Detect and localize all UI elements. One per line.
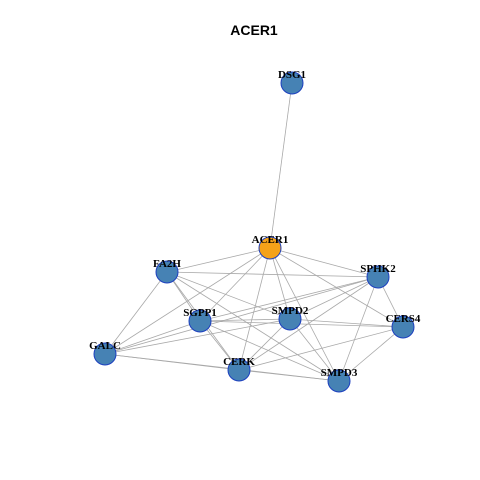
node-label-fa2h: FA2H xyxy=(153,258,181,270)
edge-fa2h-smpd3 xyxy=(166,271,340,382)
edge-acer1-fa2h xyxy=(166,247,271,273)
node-cerk xyxy=(227,358,251,382)
edge-cerk-smpd3 xyxy=(238,369,340,382)
node-acer1 xyxy=(258,236,282,260)
node-label-cers4: CERS4 xyxy=(386,313,421,325)
edge-acer1-smpd3 xyxy=(269,247,340,382)
node-dsg1 xyxy=(280,71,304,95)
node-label-cerk: CERK xyxy=(223,356,255,368)
edge-sphk2-sgpp1 xyxy=(199,276,379,322)
edge-sgpp1-cers4 xyxy=(199,320,404,328)
node-label-galc: GALC xyxy=(89,340,121,352)
edge-acer1-sgpp1 xyxy=(199,247,271,322)
edge-cers4-cerk xyxy=(238,326,404,371)
node-label-sphk2: SPHK2 xyxy=(360,263,396,275)
node-sphk2 xyxy=(366,265,390,289)
node-cers4 xyxy=(391,315,415,339)
edge-sgpp1-smpd3 xyxy=(199,320,340,382)
edge-smpd2-cers4 xyxy=(289,318,404,328)
edge-smpd2-cerk xyxy=(238,318,291,371)
edge-cers4-smpd3 xyxy=(338,326,404,382)
node-smpd3 xyxy=(327,369,351,393)
node-label-smpd2: SMPD2 xyxy=(272,305,309,317)
edge-sphk2-smpd2 xyxy=(289,276,379,320)
diagram-title: ACER1 xyxy=(230,22,278,38)
node-label-dsg1: DSG1 xyxy=(278,69,306,81)
edge-sphk2-galc xyxy=(104,276,379,355)
edge-smpd2-galc xyxy=(104,318,291,355)
edge-dsg1-acer1 xyxy=(269,82,293,249)
edge-sgpp1-galc xyxy=(104,320,201,355)
node-galc xyxy=(93,342,117,366)
edge-acer1-smpd2 xyxy=(269,247,291,320)
node-label-acer1: ACER1 xyxy=(252,234,289,246)
edge-sgpp1-smpd2 xyxy=(199,318,291,322)
node-sgpp1 xyxy=(188,309,212,333)
edge-sphk2-smpd3 xyxy=(338,276,379,382)
edge-acer1-sphk2 xyxy=(269,247,379,278)
edge-fa2h-sphk2 xyxy=(166,271,379,278)
node-smpd2 xyxy=(278,307,302,331)
edge-fa2h-smpd2 xyxy=(166,271,291,320)
edges-layer xyxy=(104,82,404,382)
node-label-smpd3: SMPD3 xyxy=(321,367,358,379)
nodes-layer xyxy=(93,71,415,393)
edge-acer1-galc xyxy=(104,247,271,355)
node-fa2h xyxy=(155,260,179,284)
edge-sphk2-cerk xyxy=(238,276,379,371)
edge-fa2h-galc xyxy=(104,271,168,355)
edge-acer1-cerk xyxy=(238,247,271,371)
node-label-sgpp1: SGPP1 xyxy=(183,307,217,319)
